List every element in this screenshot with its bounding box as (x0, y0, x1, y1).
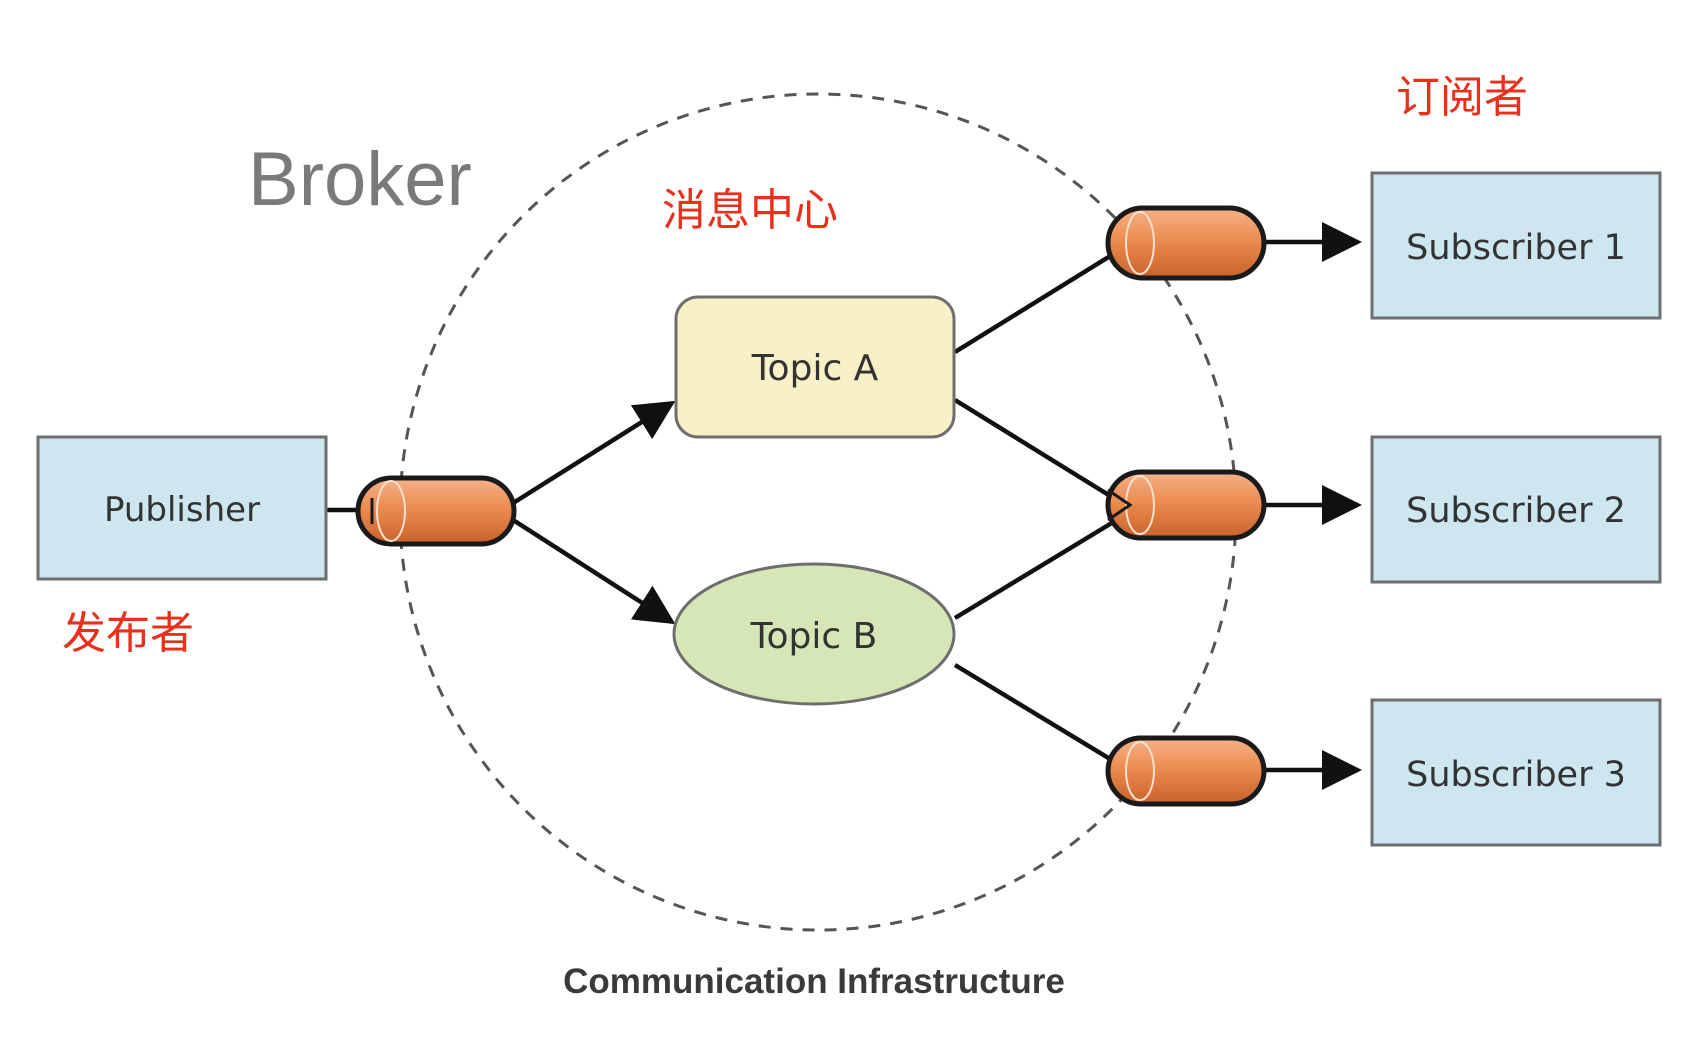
publisher-pipe (355, 475, 517, 547)
subscriber-3-label: Subscriber 3 (1406, 755, 1626, 795)
subscriber-node-1: Subscriber 1 (1370, 171, 1662, 320)
topic-a-label: Topic A (751, 348, 879, 389)
center-cn-label: 消息中心 (662, 185, 838, 236)
topic-a-node: Topic A (674, 295, 956, 439)
topic-b-label: Topic B (750, 616, 878, 657)
subscriber-1-label: Subscriber 1 (1406, 228, 1626, 268)
publisher-label: Publisher (104, 490, 260, 530)
topic-b-node: Topic B (672, 562, 956, 706)
line-topic-b-to-pipe-2 (953, 516, 1122, 620)
publisher-node: Publisher (36, 435, 328, 581)
arrow-pipe-to-topic-b (508, 516, 676, 625)
publisher-cn-label: 发布者 (62, 608, 194, 659)
subscriber-cn-label: 订阅者 (1396, 72, 1528, 123)
broker-label: Broker (248, 137, 472, 222)
arrow-pipe-to-topic-a (508, 400, 676, 507)
footer-caption: Communication Infrastructure (563, 962, 1065, 1001)
line-topic-b-to-pipe-3 (953, 663, 1122, 767)
subscriber-pipe-1 (1105, 205, 1267, 281)
line-topic-a-to-pipe-2 (953, 398, 1122, 504)
subscriber-node-3: Subscriber 3 (1370, 698, 1662, 847)
subscriber-pipe-3 (1105, 735, 1267, 807)
line-topic-a-to-pipe-1 (953, 243, 1130, 354)
subscriber-pipe-2 (1105, 469, 1267, 541)
subscriber-2-label: Subscriber 2 (1406, 491, 1626, 531)
connections (326, 222, 1362, 790)
subscriber-node-2: Subscriber 2 (1370, 435, 1662, 584)
